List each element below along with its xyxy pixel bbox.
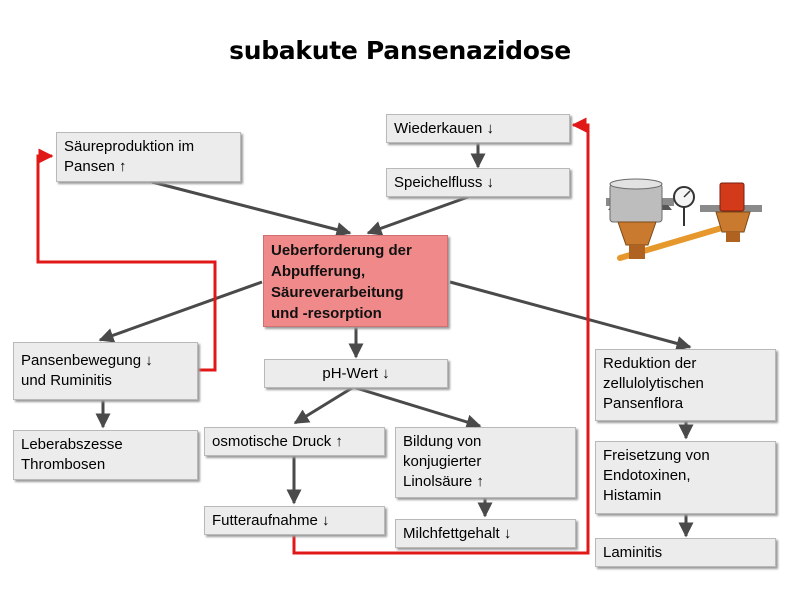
box-ueberforderung: Ueberforderung der Abpufferung, Säurever… [263, 235, 448, 327]
feedback-pansen-to-saeure [36, 148, 217, 372]
arrow-speichel-to-center [366, 195, 469, 236]
arrow-ph-to-bildung [355, 386, 482, 430]
arrow-ph-to-osmotisch [293, 386, 353, 425]
box-freisetzung: Freisetzung von Endotoxinen, Histamin [595, 441, 776, 514]
box-wiederkauen: Wiederkauen ↓ [386, 114, 570, 143]
box-reduktion: Reduktion der zellulolytischen Pansenflo… [595, 349, 776, 421]
buffer-illustration-icon [606, 178, 762, 261]
box-saeureproduktion: Säureproduktion im Pansen ↑ [56, 132, 241, 182]
box-bildung-linolsaeure: Bildung von konjugierter Linolsäure ↑ [395, 427, 576, 498]
diagram-title: subakute Pansenazidose [229, 36, 571, 65]
arrow-center-to-reduktion [449, 280, 692, 351]
arrow-center-to-pansenbewegung [98, 280, 263, 343]
box-milchfettgehalt: Milchfettgehalt ↓ [395, 519, 576, 548]
feedback-futter-to-wiederkauen [292, 117, 590, 555]
box-speichelfluss: Speichelfluss ↓ [386, 168, 570, 197]
box-laminitis: Laminitis [595, 538, 776, 567]
box-futteraufnahme: Futteraufnahme ↓ [204, 506, 385, 535]
box-ph-wert: pH-Wert ↓ [264, 359, 448, 388]
box-pansenbewegung: Pansenbewegung ↓ und Ruminitis [13, 342, 198, 400]
arrow-saeure-to-center [151, 180, 352, 237]
box-leberabszesse: Leberabszesse Thrombosen [13, 430, 198, 480]
box-osmotischer-druck: osmotische Druck ↑ [204, 427, 385, 456]
